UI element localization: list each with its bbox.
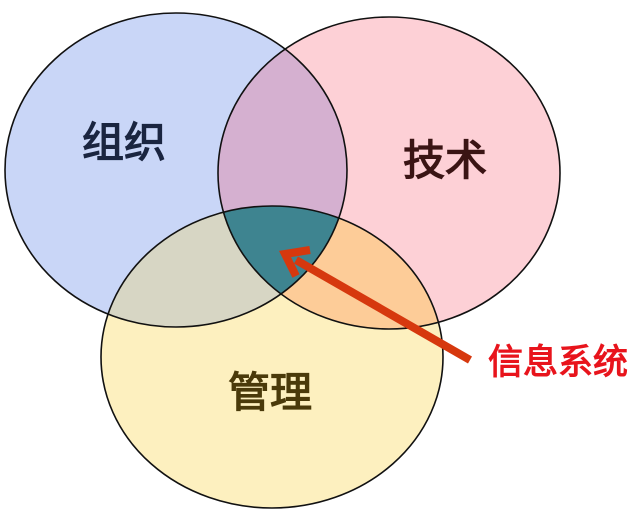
label-technology: 技术 (403, 136, 488, 185)
overlap-tech-mgmt (218, 206, 443, 329)
callout-arrow (278, 246, 472, 364)
label-organization: 组织 (82, 118, 167, 167)
label-information-system: 信息系统 (488, 343, 629, 383)
label-management: 管理 (228, 368, 313, 417)
overlap-org-mgmt (101, 206, 347, 327)
